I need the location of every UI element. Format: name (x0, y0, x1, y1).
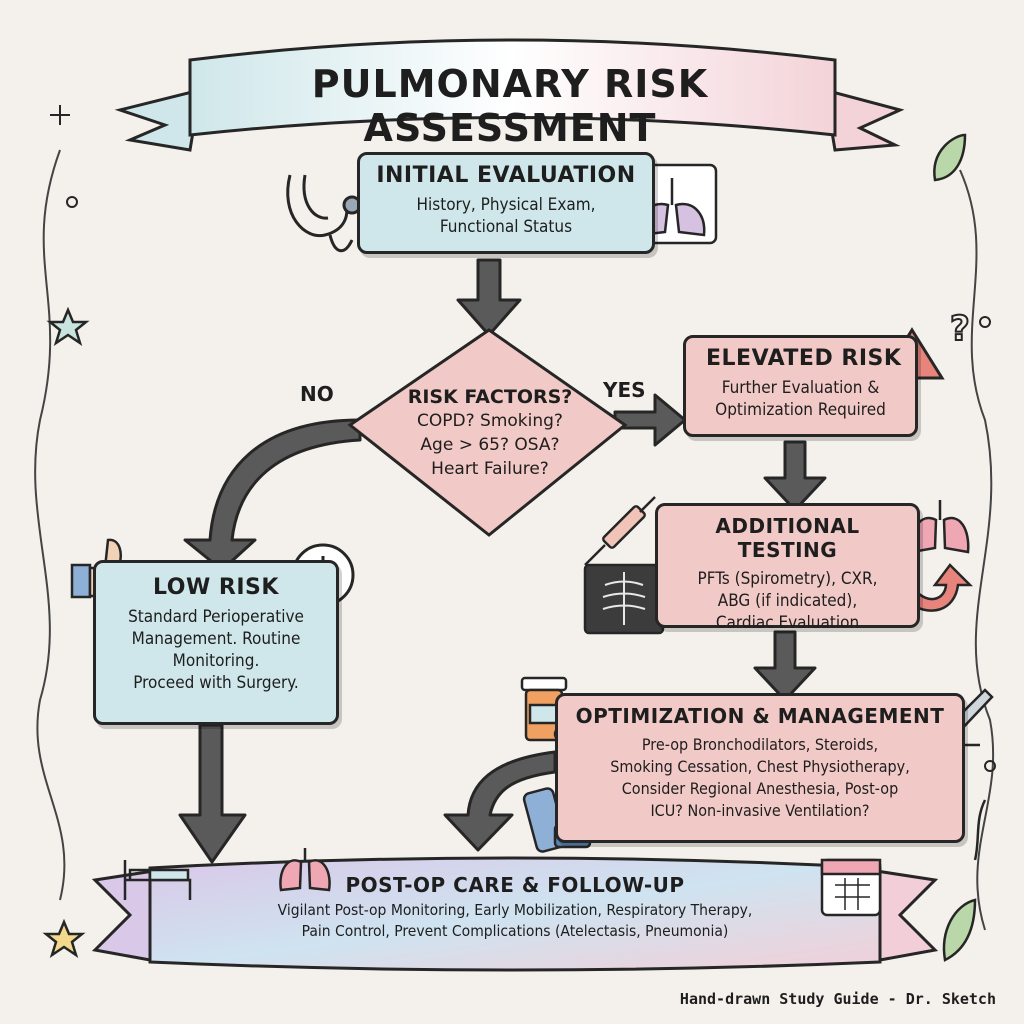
low-risk-box: LOW RISK Standard Perioperative Manageme… (93, 560, 339, 725)
stethoscope-icon (286, 174, 362, 253)
low-risk-line: Monitoring. (172, 651, 260, 671)
x-ray-icon (583, 563, 665, 635)
optimization-management-line: Smoking Cessation, Chest Physiotherapy, (610, 757, 910, 776)
branch-label-yes: YES (603, 378, 646, 402)
risk-factors-line: Heart Failure? (431, 459, 549, 479)
flow-arrows (178, 258, 827, 864)
question-mark-icon: ? (950, 309, 970, 349)
initial-evaluation-title: INITIAL EVALUATION (376, 163, 636, 188)
low-risk-title: LOW RISK (153, 575, 279, 600)
optimization-management-box: OPTIMIZATION & MANAGEMENT Pre-op Broncho… (555, 693, 965, 843)
risk-factors-text: RISK FACTORS? COPD? Smoking? Age > 65? O… (380, 385, 600, 481)
postop-title: POST-OP CARE & FOLLOW-UP (345, 873, 685, 897)
elevated-risk-title: ELEVATED RISK (706, 346, 902, 371)
additional-testing-line: PFTs (Spirometry), CXR, (697, 569, 878, 589)
branch-label-no: NO (300, 382, 334, 406)
low-risk-line: Proceed with Surgery. (133, 673, 299, 693)
optimization-management-line: Consider Regional Anesthesia, Post-op (621, 779, 899, 798)
leaf-icon (933, 133, 987, 962)
postop-line: Pain Control, Prevent Complications (Ate… (301, 922, 729, 940)
bed-icon (123, 860, 192, 900)
low-risk-line: Management. Routine (131, 629, 301, 649)
initial-evaluation-box: INITIAL EVALUATION History, Physical Exa… (357, 152, 655, 254)
additional-testing-box: ADDITIONAL TESTING PFTs (Spirometry), CX… (655, 503, 920, 633)
footer-credit: Hand-drawn Study Guide - Dr. Sketch (679, 990, 996, 1008)
additional-testing-line: Cardiac Evaluation (715, 613, 860, 633)
elevated-risk-line: Further Evaluation & (721, 378, 880, 398)
postop-line: Vigilant Post-op Monitoring, Early Mobil… (277, 901, 753, 919)
calendar-icon (820, 858, 882, 917)
title-banner (114, 38, 905, 152)
postop-text: POST-OP CARE & FOLLOW-UP Vigilant Post-o… (150, 873, 880, 942)
risk-factors-line: Age > 65? OSA? (420, 435, 560, 455)
additional-testing-title: ADDITIONAL TESTING (715, 514, 860, 562)
postop-ribbon (91, 856, 939, 972)
diagram-title: PULMONARY RISK ASSESSMENT (311, 62, 709, 150)
lungs-icon (279, 848, 331, 892)
initial-evaluation-line: History, Physical Exam, (416, 195, 596, 215)
syringe-icon (584, 496, 656, 566)
optimization-management-line: Pre-op Bronchodilators, Steroids, (641, 735, 879, 754)
elevated-risk-line: Optimization Required (715, 400, 886, 420)
risk-factors-line: COPD? Smoking? (417, 411, 563, 431)
additional-testing-line: ABG (if indicated), (717, 591, 858, 611)
optimization-management-line: ICU? Non-invasive Ventilation? (650, 801, 870, 820)
initial-evaluation-line: Functional Status (439, 217, 573, 237)
risk-factors-diamond (347, 328, 628, 537)
star-icon (42, 306, 90, 958)
decorative-dots (50, 105, 996, 772)
risk-factors-title: RISK FACTORS? (407, 386, 573, 408)
lungs-icon (910, 500, 970, 554)
elevated-risk-box: ELEVATED RISK Further Evaluation & Optim… (683, 335, 918, 437)
low-risk-line: Standard Perioperative (128, 607, 304, 627)
optimization-management-title: OPTIMIZATION & MANAGEMENT (575, 704, 945, 728)
cycle-arrow-icon (903, 563, 974, 612)
decorative-swirl-border (34, 149, 995, 931)
